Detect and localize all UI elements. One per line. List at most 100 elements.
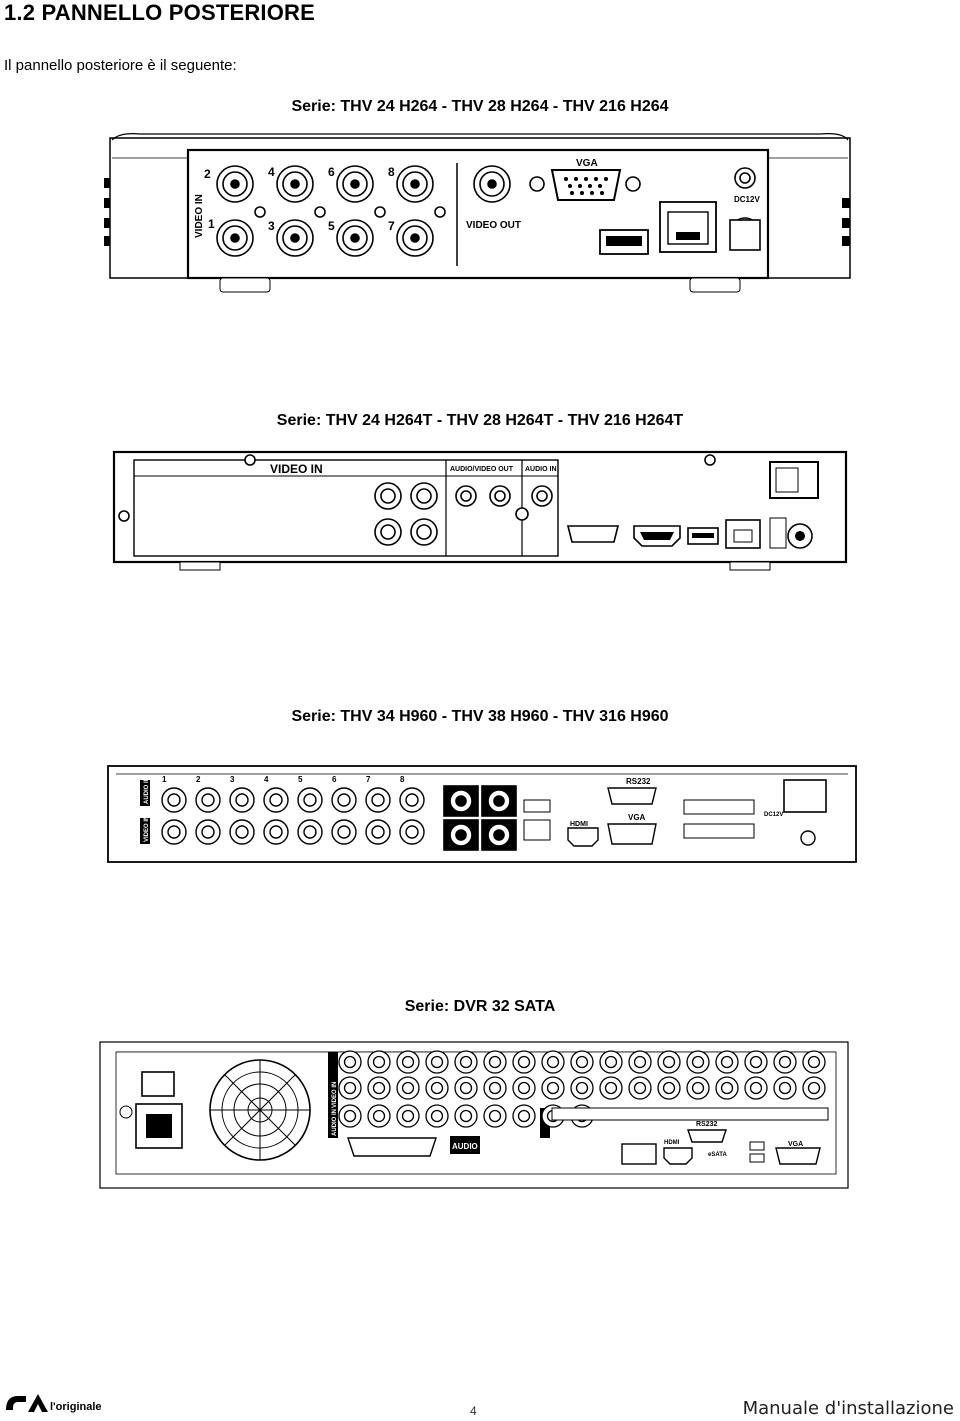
panel-4-bnc-top-inner [517, 1055, 531, 1069]
manual-title: Manuale d'installazione [742, 1398, 954, 1419]
panel-3-dc-label: DC12V [764, 812, 783, 818]
panel-1-vga-label: VGA [576, 158, 598, 169]
panel-4-bnc-low-inner [430, 1109, 444, 1123]
panel-3-ch-7: 7 [366, 775, 371, 784]
panel-4-figure: AUDIO RS232 VGA HDMI eSATA VIDEO IN AUDI… [96, 1038, 856, 1198]
panel-4-bnc-top-inner [604, 1055, 618, 1069]
panel-4-audio-label: AUDIO [452, 1142, 478, 1151]
panel-4-bnc-mid-inner [778, 1081, 792, 1095]
brand-logo-text: l'originale [50, 1401, 102, 1413]
panel-1-ch-8: 8 [388, 165, 395, 179]
panel-1-video-out-label: VIDEO OUT [466, 220, 521, 231]
panel-4-rs232-label: RS232 [696, 1121, 718, 1128]
panel-3-audio-bnc-inner [337, 793, 351, 807]
panel-4-bnc-top-inner [372, 1055, 386, 1069]
panel-4-bnc-top-inner [430, 1055, 444, 1069]
panel-4-bnc-mid-inner [662, 1081, 676, 1095]
panel-1-ch-5: 5 [328, 219, 335, 233]
panel-4-bnc-low-inner [488, 1109, 502, 1123]
panel-4-audio-in-label: AUDIO IN [332, 1109, 338, 1136]
panel-4-bnc-top-inner [633, 1055, 647, 1069]
panel-4-bnc-mid-inner [517, 1081, 531, 1095]
panel-1-drawing: VIDEO IN VIDEO OUT VGA DC12V 2 4 6 8 1 3… [104, 133, 851, 293]
panel-2-audio-in-label: AUDIO IN [525, 466, 557, 473]
panel-3-video-bnc-inner [167, 825, 181, 839]
panel-4-hdmi-label: HDMI [664, 1140, 680, 1146]
panel-3-audio-bnc-inner [235, 793, 249, 807]
panel-3-ch-5: 5 [298, 775, 303, 784]
panel-4-bnc-mid-inner [546, 1081, 560, 1095]
panel-4-vga-label: VGA [788, 1141, 803, 1148]
brand-logo: l'originale [4, 1392, 112, 1416]
panel-4-bnc-low-inner [401, 1109, 415, 1123]
panel-4-bnc-low-inner [372, 1109, 386, 1123]
panel-4-bnc-low-inner [343, 1109, 357, 1123]
panel-3-figure: AUDIO IN VIDEO IN RS232 VGA HDMI DC12V 1… [104, 760, 860, 870]
panel-1-ch-1: 1 [208, 217, 215, 231]
panel-1-dc-label: DC12V [734, 195, 760, 204]
panel-3-video-bnc-inner [235, 825, 249, 839]
panel-4-bnc-mid-inner [459, 1081, 473, 1095]
intro-text: Il pannello posteriore è il seguente: [4, 57, 237, 74]
panel-3-video-bnc-inner [337, 825, 351, 839]
panel-3-drawing: AUDIO IN VIDEO IN RS232 VGA HDMI DC12V 1… [107, 765, 857, 863]
panel-4-bnc-mid-inner [488, 1081, 502, 1095]
panel-4-bnc-mid-inner [343, 1081, 357, 1095]
panel-3-ch-6: 6 [332, 775, 337, 784]
panel-4-bnc-top-inner [459, 1055, 473, 1069]
panel-4-bnc-mid-inner [749, 1081, 763, 1095]
panel-4-bnc-top-inner [488, 1055, 502, 1069]
panel-3-ch-2: 2 [196, 775, 201, 784]
panel-4-bnc-mid-inner [604, 1081, 618, 1095]
panel-1-figure: VIDEO IN VIDEO OUT VGA DC12V 2 4 6 8 1 3… [100, 128, 860, 303]
panel-3-hdmi-label: HDMI [570, 821, 588, 828]
panel-3-ch-1: 1 [162, 775, 167, 784]
panel-2-drawing: VIDEO IN AUDIO/VIDEO OUT AUDIO IN [112, 450, 848, 571]
panel-4-bnc-top-inner [662, 1055, 676, 1069]
panel-3-rs232-label: RS232 [626, 777, 651, 786]
panel-4-bnc-top-inner [807, 1055, 821, 1069]
panel-4-drawing: AUDIO RS232 VGA HDMI eSATA VIDEO IN AUDI… [99, 1041, 849, 1189]
panel-4-bnc-top-inner [401, 1055, 415, 1069]
brand-logo-mark: l'originale [6, 1394, 102, 1413]
panel-4-esata-label: eSATA [708, 1152, 727, 1158]
panel-4-bnc-mid-inner [807, 1081, 821, 1095]
panel-1-caption: Serie: THV 24 H264 - THV 28 H264 - THV 2… [291, 98, 669, 115]
panel-4-bnc-low-inner [517, 1109, 531, 1123]
panel-1-video-in-label: VIDEO IN [194, 194, 205, 238]
panel-3-caption: Serie: THV 34 H960 - THV 38 H960 - THV 3… [291, 708, 669, 725]
section-title: 1.2 PANNELLO POSTERIORE [4, 0, 316, 25]
panel-1-ch-4: 4 [268, 165, 275, 179]
panel-3-video-bnc-inner [371, 825, 385, 839]
panel-4-bnc-top-inner [575, 1055, 589, 1069]
panel-3-ch-8: 8 [400, 775, 405, 784]
panel-2-caption: Serie: THV 24 H264T - THV 28 H264T - THV… [276, 412, 684, 429]
panel-4-bnc-mid-inner [691, 1081, 705, 1095]
panel-2-av-out-label: AUDIO/VIDEO OUT [450, 466, 514, 473]
panel-4-bnc-top-inner [691, 1055, 705, 1069]
panel-4-bnc-top-inner [749, 1055, 763, 1069]
panel-4-bnc-low-inner [459, 1109, 473, 1123]
panel-3-ch-3: 3 [230, 775, 235, 784]
panel-1-ch-6: 6 [328, 165, 335, 179]
panel-3-video-bnc-inner [201, 825, 215, 839]
panel-4-bnc-top-inner [343, 1055, 357, 1069]
panel-4-bnc-top-inner [720, 1055, 734, 1069]
panel-1-ch-2: 2 [204, 167, 211, 181]
panel-4-bnc-mid-inner [633, 1081, 647, 1095]
panel-2-video-in-label: VIDEO IN [270, 462, 323, 476]
panel-3-video-bnc-inner [303, 825, 317, 839]
panel-4-bnc-mid-inner [430, 1081, 444, 1095]
panel-3-ch-4: 4 [264, 775, 269, 784]
panel-3-audio-bnc-inner [405, 793, 419, 807]
panel-4-bnc-top-inner [778, 1055, 792, 1069]
panel-4-bnc-top-inner [546, 1055, 560, 1069]
panel-3-audio-in-label: AUDIO IN [144, 777, 150, 804]
panel-1-ch-3: 3 [268, 219, 275, 233]
panel-4-video-in-label: VIDEO IN [332, 1082, 338, 1108]
panel-3-video-in-label: VIDEO IN [144, 816, 150, 842]
panel-3-audio-bnc-inner [269, 793, 283, 807]
panel-3-audio-bnc-inner [371, 793, 385, 807]
panel-3-vga-label: VGA [628, 813, 646, 822]
panel-3-audio-bnc-inner [201, 793, 215, 807]
